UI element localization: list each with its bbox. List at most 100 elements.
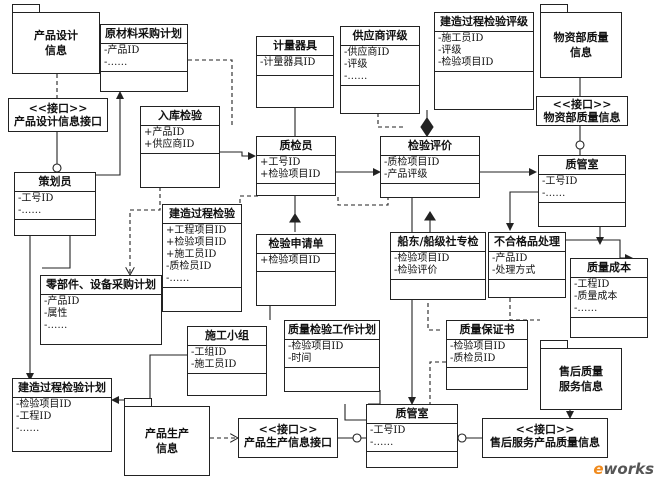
class-supplier-attr-0: -供应商ID	[344, 47, 390, 58]
class-process-inspection[interactable]: 建造过程检验 +工程项目ID+检验项目ID+施工员ID-质检员ID-……	[162, 204, 242, 312]
package-production-line2: 信息	[156, 442, 178, 455]
class-process-rating[interactable]: 建造过程检验评级 -施工员ID-评级-检验项目ID	[434, 12, 534, 110]
class-ship-inspector[interactable]: 船东/船级社专检 -检验项目ID-检验评价	[390, 232, 486, 300]
package-production-line1: 产品生产	[145, 427, 189, 440]
class-buildplan-attr-0: -检验项目ID	[16, 399, 72, 410]
edge-workplan-qabottom	[368, 390, 381, 405]
class-parts-procurement[interactable]: 零部件、设备采购计划 -产品ID-属性-……	[40, 275, 162, 345]
class-ship-attr-0: -检验项目ID	[394, 253, 450, 264]
class-inspection-eval-name: 检验评价	[381, 137, 479, 156]
edge-inbound-parts	[130, 187, 161, 275]
class-meter-name: 计量器具	[257, 37, 333, 56]
class-work-crew[interactable]: 施工小组 -工组ID-施工员ID	[187, 326, 267, 396]
class-meter[interactable]: 计量器具 -计量器具ID	[256, 36, 334, 108]
package-aftersale-info: 售后质量服务信息	[540, 348, 622, 410]
class-process-check-attr-3: -质检员ID	[166, 261, 212, 272]
class-nonconform-name: 不合格品处理	[489, 233, 565, 252]
class-quality-certificate[interactable]: 质量保证书 -检验项目ID-质检员ID	[446, 320, 528, 390]
package-design-line1: 产品设计	[34, 29, 78, 42]
class-build-inspection-plan[interactable]: 建造过程检验计划 -检验项目ID-工程ID-……	[12, 378, 112, 452]
package-material-info: 物资部质量信息	[540, 12, 622, 78]
class-supplier-attr-2: -……	[344, 71, 368, 82]
edge-qa-nonconform	[506, 191, 540, 231]
interface-production-info[interactable]: <<接口>>产品生产信息接口	[238, 418, 338, 458]
package-material-line1: 物资部质量	[553, 31, 609, 44]
lollipop-prod	[352, 433, 362, 443]
class-planner-attr-0: -工号ID	[18, 193, 54, 204]
class-raw-material-plan[interactable]: 原材料采购计划 -产品ID-……	[100, 24, 188, 92]
edge-eval-inspector-dash	[337, 196, 389, 206]
class-crew-attr-0: -工组ID	[191, 347, 227, 358]
arrow-request-inspector	[289, 212, 301, 223]
lollipop-after	[457, 433, 467, 443]
interface-material-info[interactable]: <<接口>>物资部质量信息	[536, 96, 628, 126]
class-inspection-eval-attr-1: -产品评级	[384, 169, 428, 180]
class-workplan-name: 质量检验工作计划	[285, 321, 379, 340]
package-material-line2: 信息	[570, 46, 592, 59]
class-qc-work-plan[interactable]: 质量检验工作计划 -检验项目ID-时间	[284, 320, 380, 392]
class-qa-office-top[interactable]: 质管室 -工号ID-……	[538, 155, 626, 227]
edge-planner-rawplan	[95, 91, 124, 176]
class-process-rating-attr-0: -施工员ID	[438, 33, 484, 44]
class-process-check-attr-1: +检验项目ID	[166, 237, 227, 248]
edge-nonconform-dash	[509, 298, 540, 321]
class-qa-bottom-attr-1: -……	[370, 437, 394, 448]
class-planner-attr-1: -……	[18, 205, 42, 216]
interface-aftersale-name: 售后服务产品质量信息	[490, 436, 600, 449]
class-inspection-evaluation[interactable]: 检验评价 -质检项目ID-产品评级	[380, 136, 480, 198]
class-process-check-attr-4: -……	[166, 273, 190, 284]
class-cost-attr-0: -工程ID	[574, 279, 610, 290]
interface-design-stereotype: <<接口>>	[28, 102, 88, 115]
interface-aftersale-stereotype: <<接口>>	[515, 423, 575, 436]
class-raw-material-plan-name: 原材料采购计划	[101, 25, 187, 44]
lollipop-design	[52, 163, 62, 173]
class-inbound-inspection[interactable]: 入库检验 +产品ID+供应商ID	[140, 106, 220, 188]
package-aftersale-line1: 售后质量	[559, 365, 603, 378]
class-workplan-attr-0: -检验项目ID	[288, 341, 344, 352]
class-cost-name: 质量成本	[571, 259, 647, 278]
package-aftersale-line2: 服务信息	[559, 380, 603, 393]
class-inspector-name: 质检员	[257, 137, 335, 156]
class-buildplan-attr-1: -工程ID	[16, 411, 52, 422]
edge-cert-eval	[427, 300, 440, 331]
class-nonconforming[interactable]: 不合格品处理 -产品ID-处理方式	[488, 232, 566, 298]
class-process-rating-attr-2: -检验项目ID	[438, 57, 494, 68]
package-tab-design	[12, 4, 40, 13]
watermark-logo: eworks	[593, 460, 654, 478]
edge-planner-parts	[42, 235, 71, 269]
class-buildplan-name: 建造过程检验计划	[13, 379, 111, 398]
class-parts-attr-0: -产品ID	[44, 296, 80, 307]
interface-design-info[interactable]: <<接口>>产品设计信息接口	[8, 98, 108, 132]
class-process-rating-name: 建造过程检验评级	[435, 13, 533, 32]
class-qa-office-bottom[interactable]: 质管室 -工号ID-……	[366, 404, 458, 468]
class-meter-attr-0: -计量器具ID	[260, 57, 316, 68]
class-quality-cost[interactable]: 质量成本 -工程ID-质量成本-……	[570, 258, 648, 338]
class-supplier-rating[interactable]: 供应商评级 -供应商ID-评级-……	[340, 26, 420, 114]
class-inspection-request[interactable]: 检验申请单 +检验项目ID	[256, 234, 336, 306]
class-supplier-name: 供应商评级	[341, 27, 419, 46]
class-process-check-name: 建造过程检验	[163, 205, 241, 224]
package-design-line2: 信息	[45, 44, 67, 57]
lollipop-material	[575, 140, 585, 150]
interface-production-stereotype: <<接口>>	[258, 423, 318, 436]
class-inbound-name: 入库检验	[141, 107, 219, 126]
class-planner[interactable]: 策划员 -工号ID-……	[14, 172, 96, 236]
class-request-attr-0: +检验项目ID	[260, 255, 321, 266]
class-crew-name: 施工小组	[188, 327, 266, 346]
class-ship-attr-1: -检验评价	[394, 265, 438, 276]
interface-aftersale-info[interactable]: <<接口>>售后服务产品质量信息	[482, 418, 608, 458]
class-request-name: 检验申请单	[257, 235, 335, 254]
package-production-info: 产品生产信息	[124, 406, 210, 476]
class-qa-top-attr-1: -……	[542, 188, 566, 199]
class-raw-plan-attr-1: -……	[104, 57, 128, 68]
class-planner-name: 策划员	[15, 173, 95, 192]
interface-material-name: 物资部质量信息	[543, 111, 621, 124]
class-qa-bottom-name: 质管室	[367, 405, 457, 424]
edge-crew-buildplan	[111, 354, 187, 404]
edge-nonconform-cost	[565, 239, 633, 262]
edge-rawplan-inbound	[188, 59, 233, 128]
class-inspector[interactable]: 质检员 +工号ID+检验项目ID	[256, 136, 336, 196]
class-cert-name: 质量保证书	[447, 321, 527, 340]
class-workplan-attr-1: -时间	[288, 353, 312, 364]
class-cert-attr-1: -质检员ID	[450, 353, 496, 364]
